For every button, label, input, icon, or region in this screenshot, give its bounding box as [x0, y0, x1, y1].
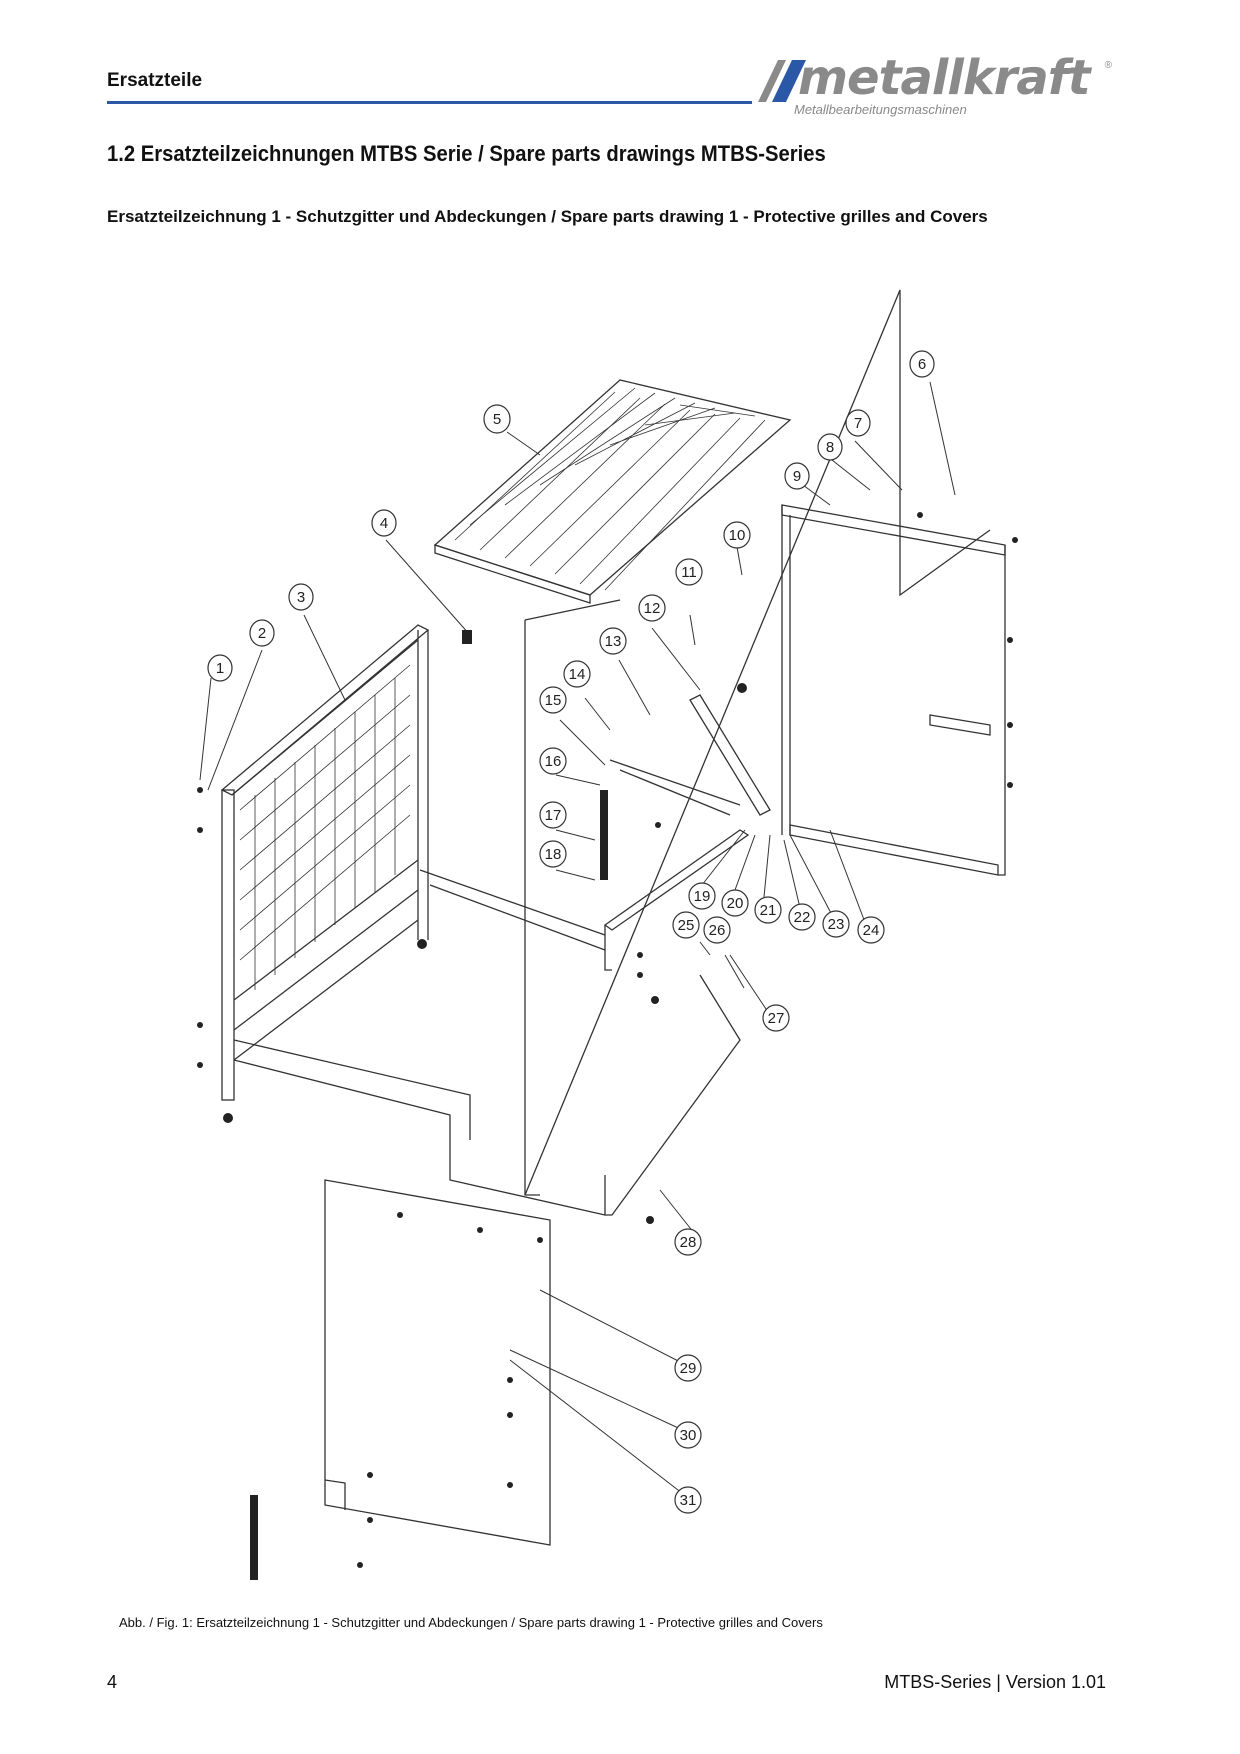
- callout-12: 12: [638, 594, 666, 622]
- callout-14: 14: [563, 660, 591, 688]
- svg-text:12: 12: [644, 600, 661, 617]
- callout-15: 15: [539, 686, 567, 714]
- svg-text:1: 1: [216, 660, 224, 677]
- logo-wordmark: metallkraft: [798, 50, 1091, 106]
- callout-21: 21: [754, 896, 782, 924]
- svg-text:14: 14: [569, 666, 586, 683]
- bottom-panel: [324, 1179, 551, 1546]
- callout-11: 11: [675, 558, 703, 586]
- callout-2: 2: [249, 619, 275, 647]
- svg-text:29: 29: [680, 1360, 697, 1377]
- callout-4: 4: [371, 509, 397, 537]
- header-title: Ersatzteile: [107, 70, 203, 91]
- svg-text:4: 4: [380, 515, 388, 532]
- callout-17: 17: [539, 801, 567, 829]
- svg-text:23: 23: [828, 916, 845, 933]
- svg-text:7: 7: [854, 415, 862, 432]
- svg-text:6: 6: [918, 356, 926, 373]
- svg-text:24: 24: [863, 922, 880, 939]
- callout-13: 13: [599, 627, 627, 655]
- svg-text:2: 2: [258, 625, 266, 642]
- logo-subtitle: Metallbearbeitungsmaschinen: [794, 102, 967, 117]
- logo-slash-icon: [758, 60, 806, 102]
- svg-text:9: 9: [793, 468, 801, 485]
- svg-text:16: 16: [545, 753, 562, 770]
- back-frame: [781, 504, 1006, 876]
- callout-20: 20: [721, 889, 749, 917]
- svg-text:21: 21: [760, 902, 777, 919]
- callout-18: 18: [539, 840, 567, 868]
- svg-text:28: 28: [680, 1234, 697, 1251]
- callout-26: 26: [703, 916, 731, 944]
- callout-27: 27: [762, 1004, 790, 1032]
- figure-caption: Abb. / Fig. 1: Ersatzteilzeichnung 1 - S…: [119, 1615, 823, 1630]
- drawing-title: Ersatzteilzeichnung 1 - Schutzgitter und…: [107, 207, 988, 226]
- callout-5: 5: [483, 404, 511, 434]
- svg-text:17: 17: [545, 807, 562, 824]
- svg-text:8: 8: [826, 439, 834, 456]
- callout-8: 8: [817, 433, 843, 461]
- svg-text:10: 10: [729, 527, 746, 544]
- callout-10: 10: [723, 521, 751, 549]
- svg-text:19: 19: [694, 888, 711, 905]
- callout-24: 24: [857, 916, 885, 944]
- callout-19: 19: [688, 882, 716, 910]
- page-number: 4: [107, 1672, 118, 1692]
- callout-7: 7: [845, 409, 871, 437]
- svg-text:31: 31: [680, 1492, 697, 1509]
- svg-text:26: 26: [709, 922, 726, 939]
- callout-29: 29: [674, 1354, 702, 1382]
- svg-text:13: 13: [605, 633, 622, 650]
- callout-23: 23: [822, 910, 850, 938]
- header-rule: [107, 101, 752, 104]
- section-title: 1.2 Ersatzteilzeichnungen MTBS Serie / S…: [107, 141, 826, 166]
- callout-30: 30: [674, 1421, 702, 1449]
- fasteners: [197, 512, 1018, 1580]
- callout-31: 31: [674, 1486, 702, 1514]
- callout-3: 3: [288, 583, 314, 611]
- svg-text:5: 5: [493, 411, 501, 428]
- svg-text:30: 30: [680, 1427, 697, 1444]
- footer-version: MTBS-Series | Version 1.01: [884, 1672, 1106, 1692]
- svg-text:22: 22: [794, 909, 811, 926]
- callout-group: 1 2 3 4 5 6 7 8 9 10 11 12 13 14 15 16 1…: [207, 350, 935, 1514]
- top-grille: [433, 379, 792, 604]
- svg-text:27: 27: [768, 1010, 785, 1027]
- logo-registered-mark: ®: [1104, 60, 1112, 71]
- callout-25: 25: [672, 911, 700, 939]
- callout-1: 1: [207, 654, 233, 682]
- callout-6: 6: [909, 350, 935, 378]
- callout-9: 9: [784, 462, 810, 490]
- svg-text:11: 11: [681, 564, 697, 581]
- front-grille: [220, 624, 430, 1101]
- svg-text:3: 3: [297, 589, 305, 606]
- svg-text:18: 18: [545, 846, 562, 863]
- callout-28: 28: [674, 1228, 702, 1256]
- svg-text:25: 25: [678, 917, 695, 934]
- metallkraft-logo: metallkraft ® Metallbearbeitungsmaschine…: [752, 50, 1112, 120]
- callout-16: 16: [539, 747, 567, 775]
- svg-text:15: 15: [545, 692, 562, 709]
- callout-22: 22: [788, 903, 816, 931]
- svg-text:20: 20: [727, 895, 744, 912]
